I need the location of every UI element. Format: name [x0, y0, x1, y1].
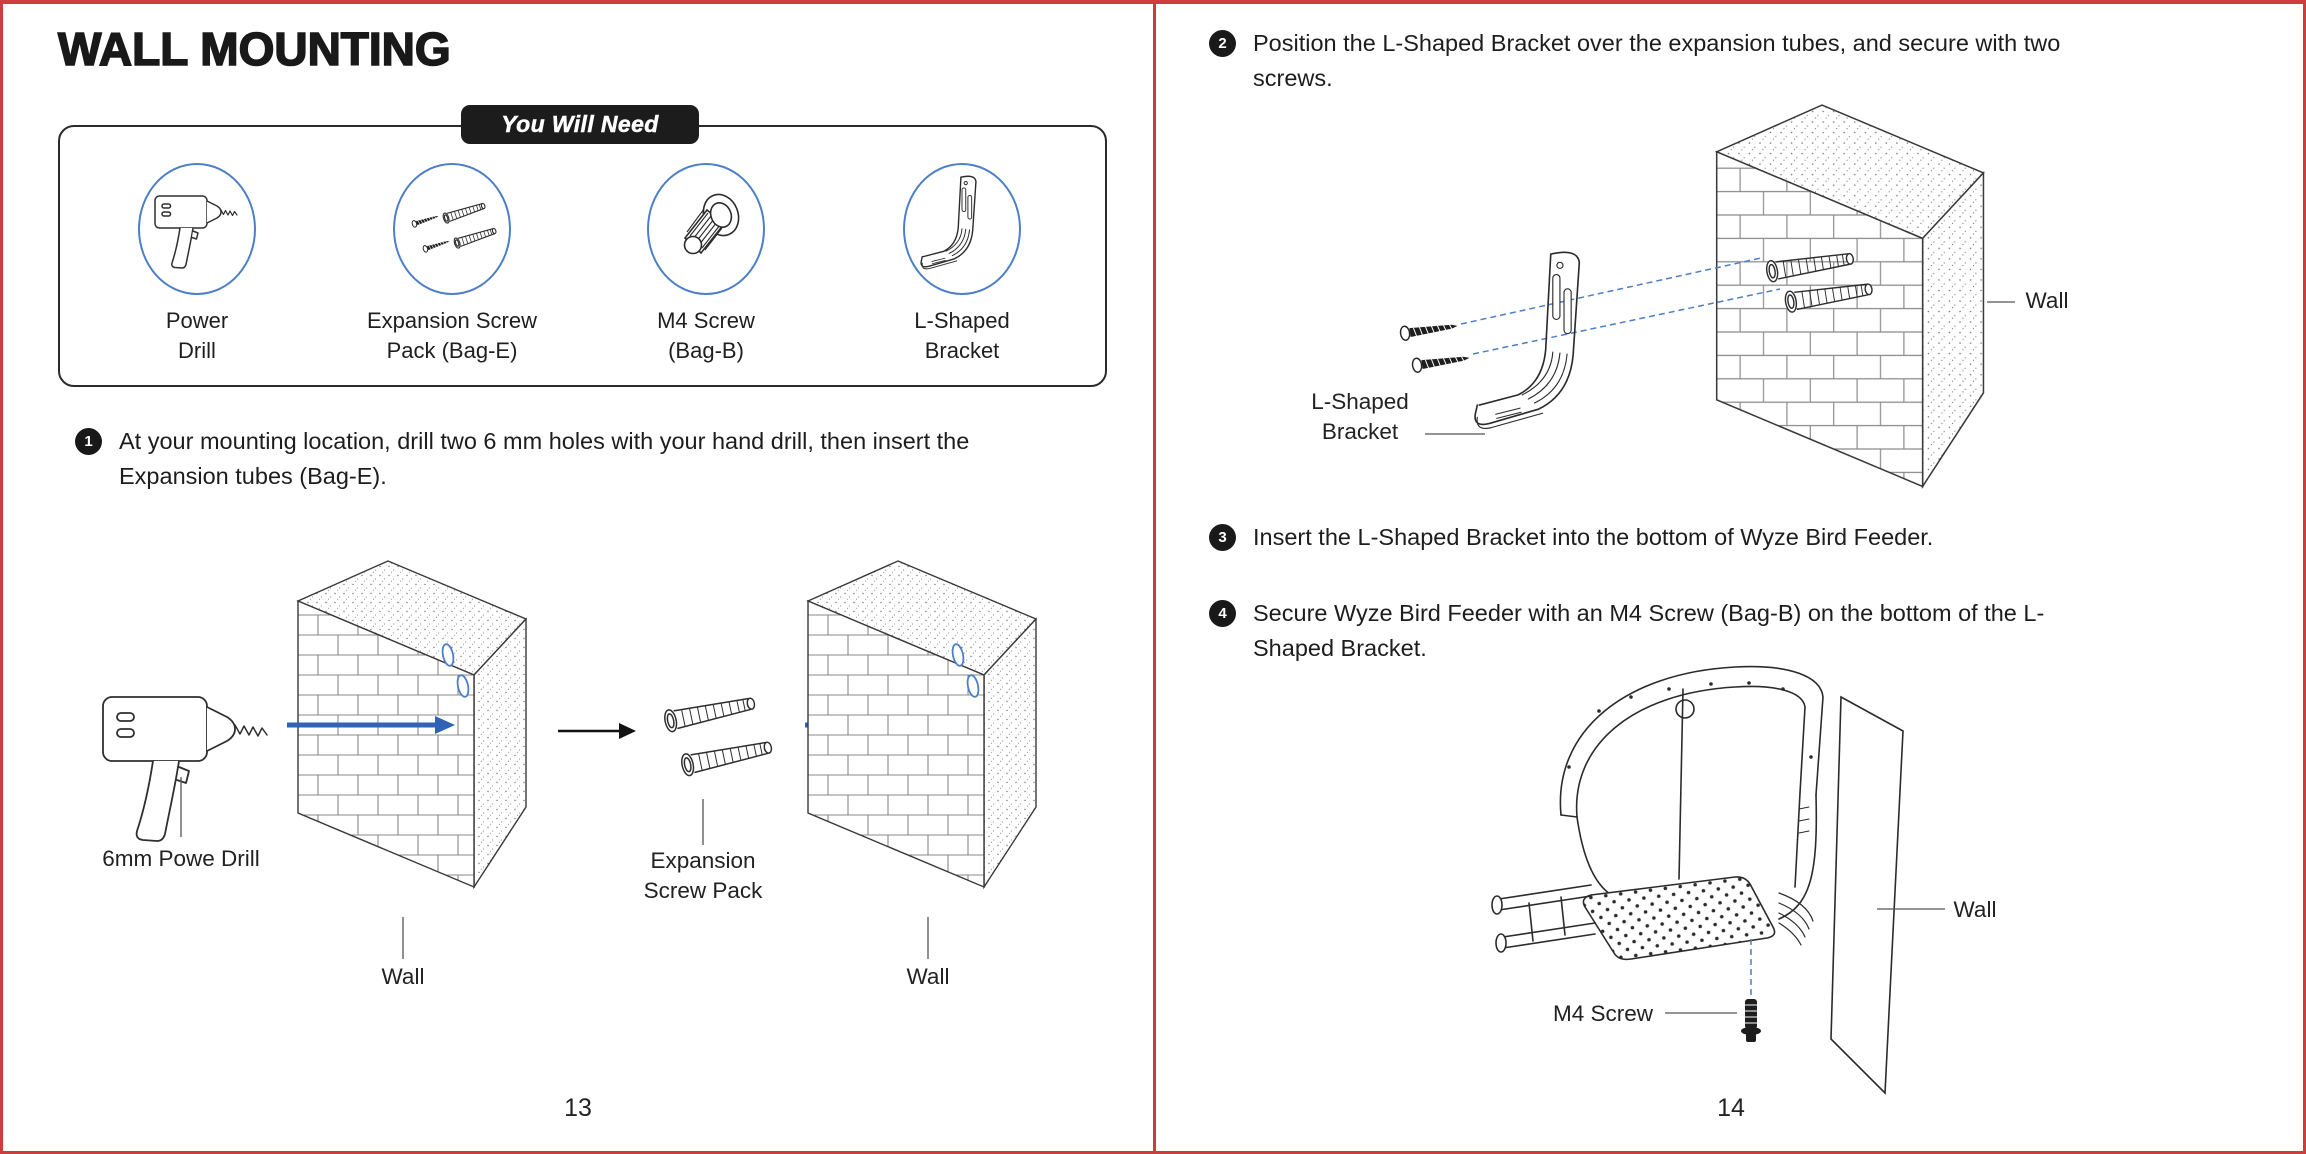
- figure-step-2: [1398, 104, 2015, 490]
- step-1-text: At your mounting location, drill two 6 m…: [119, 428, 970, 489]
- figure-step-4: [1491, 665, 1945, 1095]
- expansion-anchors-drawing: [662, 691, 775, 778]
- tool-circle: [138, 163, 256, 295]
- leader-lines: [180, 777, 929, 959]
- tool-label: Expansion Screw Pack (Bag-E): [367, 308, 537, 363]
- m4-screw-label: M4 Screw: [1552, 1001, 1654, 1026]
- you-will-need-box: Power Drill: [58, 125, 1107, 387]
- next-arrow: [558, 723, 636, 739]
- step-4: 4 Secure Wyze Bird Feeder with an M4 Scr…: [1209, 596, 2113, 666]
- wall-sheet-drawing: [1830, 695, 1904, 1095]
- tool-circle: [647, 163, 765, 295]
- leader-lines: [1665, 908, 1945, 1014]
- expansion-screw-pack-icon: [410, 199, 498, 254]
- step-3: 3 Insert the L-Shaped Bracket into the b…: [1209, 520, 2253, 555]
- you-will-need-label: You Will Need: [501, 111, 659, 138]
- you-will-need-badge: You Will Need: [461, 105, 699, 144]
- toolkit-item-l-shaped-bracket: L-Shaped Bracket: [837, 163, 1087, 366]
- tool-circle: [393, 163, 511, 295]
- screws-drawing: [1398, 318, 1472, 374]
- bird-feeder-drawing: [1491, 665, 1824, 961]
- step-3-number: 3: [1209, 524, 1236, 551]
- drill-holes: [441, 643, 470, 698]
- step-2: 2 Position the L-Shaped Bracket over the…: [1209, 26, 2098, 96]
- toolkit-item-power-drill: Power Drill: [72, 163, 322, 366]
- step-3-text: Insert the L-Shaped Bracket into the bot…: [1253, 524, 1934, 550]
- drill-drawing: [102, 696, 268, 842]
- tool-label: L-Shaped Bracket: [914, 308, 1010, 363]
- page-divider: [1153, 4, 1156, 1151]
- drill-label: 6mm Powe Drill: [102, 846, 260, 871]
- brick-wall-drawing: [1714, 104, 1985, 490]
- l-shaped-bracket-label: L-Shaped Bracket: [1311, 389, 1409, 444]
- leader-lines: [1425, 301, 2015, 435]
- wall-label: Wall: [381, 964, 425, 989]
- step-2-number: 2: [1209, 30, 1236, 57]
- brick-wall-drawing: [807, 560, 1037, 888]
- drill-holes: [951, 643, 980, 698]
- m4-screw-icon: [683, 193, 740, 255]
- tool-circle: [903, 163, 1021, 295]
- m4-screw-drawing: [1741, 999, 1761, 1042]
- tool-label: M4 Screw (Bag-B): [657, 308, 755, 363]
- step-4-number: 4: [1209, 600, 1236, 627]
- expansion-screw-pack-label: Expansion Screw Pack: [643, 848, 763, 903]
- wall-label: Wall: [2025, 288, 2069, 313]
- toolkit-item-expansion-screw-pack: Expansion Screw Pack (Bag-E): [327, 163, 577, 366]
- blue-arrow: [287, 716, 455, 734]
- step-1-number: 1: [75, 428, 102, 455]
- figure-step-1: [102, 560, 1037, 959]
- tool-label: Power Drill: [165, 308, 229, 363]
- l-shaped-bracket-icon: [920, 175, 977, 270]
- l-bracket-drawing: [1474, 251, 1581, 429]
- step-1: 1 At your mounting location, drill two 6…: [75, 424, 971, 494]
- wall-label: Wall: [1953, 897, 1997, 922]
- step-4-text: Secure Wyze Bird Feeder with an M4 Screw…: [1253, 600, 2045, 661]
- step-2-text: Position the L-Shaped Bracket over the e…: [1253, 30, 2061, 91]
- power-drill-icon: [154, 195, 238, 269]
- page-number-14: 14: [1717, 1094, 1745, 1122]
- page-number-13: 13: [564, 1094, 592, 1122]
- alignment-dashed-lines: [1460, 257, 1781, 355]
- page-title: WALL MOUNTING: [57, 22, 451, 76]
- toolkit-item-m4-screw: M4 Screw (Bag-B): [581, 163, 831, 366]
- wall-label: Wall: [906, 964, 950, 989]
